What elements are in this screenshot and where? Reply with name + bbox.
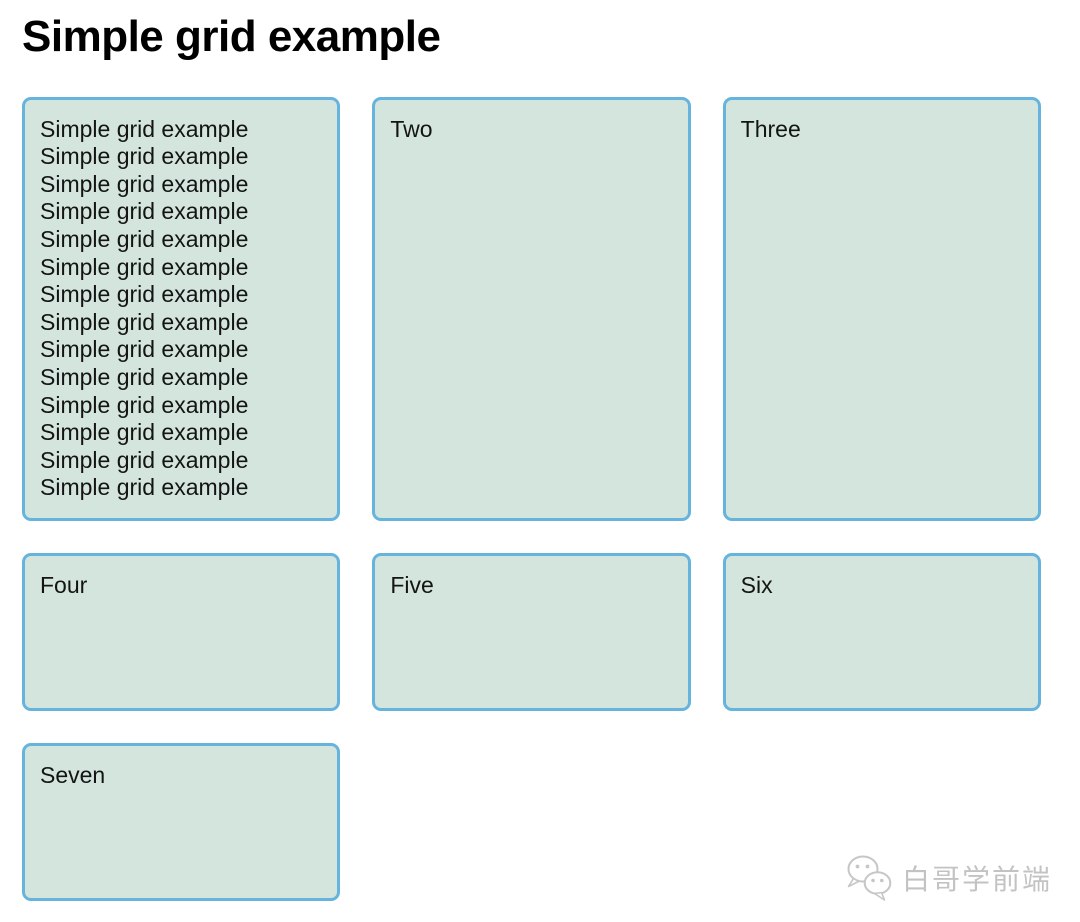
box-text: Simple grid example — [40, 170, 249, 197]
box-text: Simple grid example — [40, 474, 249, 501]
box-text: Simple grid example — [40, 253, 249, 280]
box-text: Simple grid example — [40, 225, 249, 252]
grid-box-six: Six — [722, 552, 1041, 711]
box-text: Simple grid example — [40, 308, 249, 335]
box-text: Simple grid example — [40, 419, 249, 446]
box-text: Seven — [40, 761, 106, 788]
box-text: Simple grid example — [40, 281, 249, 308]
grid-box-seven: Seven — [22, 742, 341, 901]
box-text: Simple grid example — [40, 363, 249, 390]
grid-box-three: Three — [722, 96, 1041, 521]
box-text: Four — [40, 571, 88, 598]
box-text: Two — [390, 115, 433, 142]
wechat-icon — [843, 852, 895, 904]
watermark: 白哥学前端 — [843, 852, 1052, 904]
box-text: Simple grid example — [40, 336, 249, 363]
page-title: Simple grid example — [22, 12, 441, 61]
grid-box-four: Four — [22, 552, 341, 711]
box-text: Five — [390, 571, 434, 598]
box-text: Six — [740, 571, 773, 598]
grid-box-two: Two — [372, 96, 691, 521]
box-text: Simple grid example — [40, 391, 249, 418]
box-text: Simple grid example — [40, 143, 249, 170]
grid-box-five: Five — [372, 552, 691, 711]
box-text: Simple grid example — [40, 115, 249, 142]
box-text: Simple grid example — [40, 198, 249, 225]
watermark-text: 白哥学前端 — [901, 864, 1052, 895]
box-text: Simple grid example — [40, 446, 249, 473]
box-text: Three — [740, 115, 801, 142]
